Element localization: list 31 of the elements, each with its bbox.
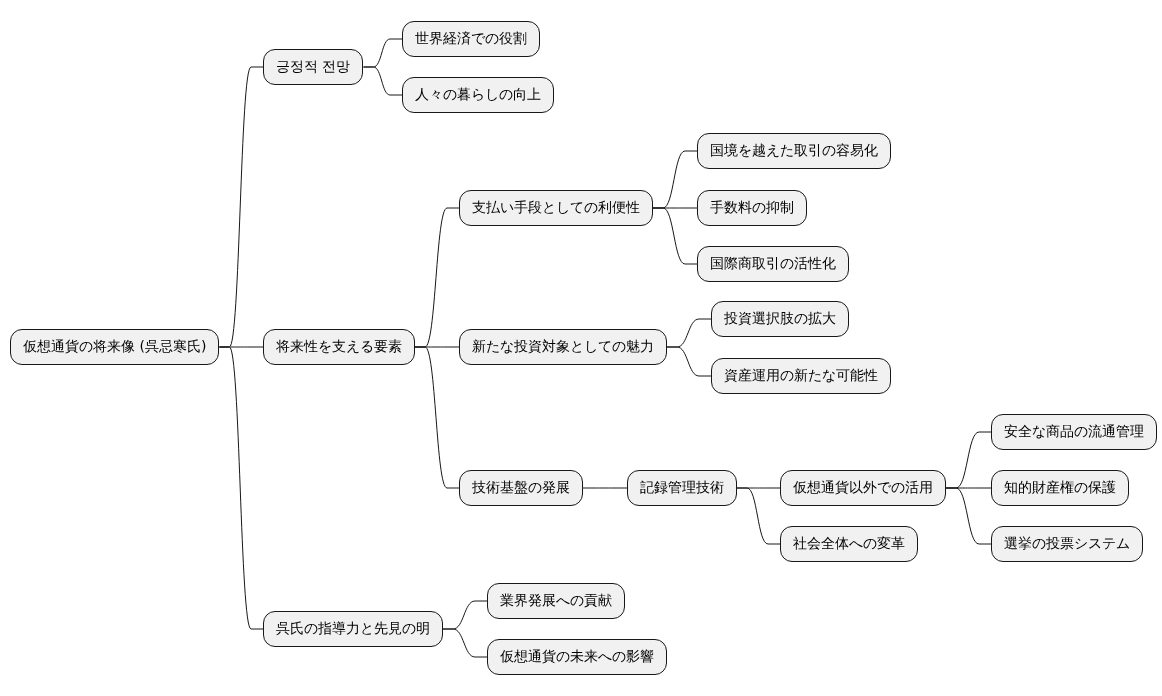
connector-line xyxy=(582,487,628,489)
topic-box: 業界発展への貢献 xyxy=(487,583,625,619)
topic-box: 投資選択肢の拡大 xyxy=(711,301,849,337)
connector-line xyxy=(414,346,460,489)
connector-line xyxy=(442,628,488,658)
topic-box: 支払い手段としての利便性 xyxy=(459,190,653,226)
topic-box: 国際商取引の活性化 xyxy=(697,246,849,282)
connector-line xyxy=(666,346,712,377)
topic-box: 긍정적 전망 xyxy=(263,49,364,85)
topic-box: 国境を越えた取引の容易化 xyxy=(697,133,891,169)
topic-box: 手数料の抑制 xyxy=(697,190,807,226)
topic-box: 世界経済での役割 xyxy=(402,21,540,57)
connector-line xyxy=(652,207,698,265)
topic-box: 資産運用の新たな可能性 xyxy=(711,358,891,394)
topic-box: 社会全体への変革 xyxy=(780,526,918,562)
topic-box: 仮想通貨以外での活用 xyxy=(780,470,946,506)
topic-box: 仮想通貨の未来への影響 xyxy=(487,639,667,675)
connector-line xyxy=(362,66,403,96)
topic-box: 知的財産権の保護 xyxy=(991,470,1129,506)
connector-line xyxy=(736,487,781,545)
topic-box: 新たな投資対象としての魅力 xyxy=(459,329,667,365)
connector-line xyxy=(945,487,992,545)
topic-box: 将来性を支える要素 xyxy=(263,329,415,365)
topic-box: 安全な商品の流通管理 xyxy=(991,414,1157,450)
topic-box: 記録管理技術 xyxy=(627,470,737,506)
connector-line xyxy=(218,346,264,630)
topic-box: 人々の暮らしの向上 xyxy=(402,77,554,113)
topic-box: 選挙の投票システム xyxy=(991,526,1143,562)
topic-box: 技術基盤の発展 xyxy=(459,470,583,506)
topic-box: 呉氏の指導力と先見の明 xyxy=(263,611,443,647)
topic-box: 仮想通貨の将来像 (呉忌寒氏) xyxy=(10,329,220,365)
